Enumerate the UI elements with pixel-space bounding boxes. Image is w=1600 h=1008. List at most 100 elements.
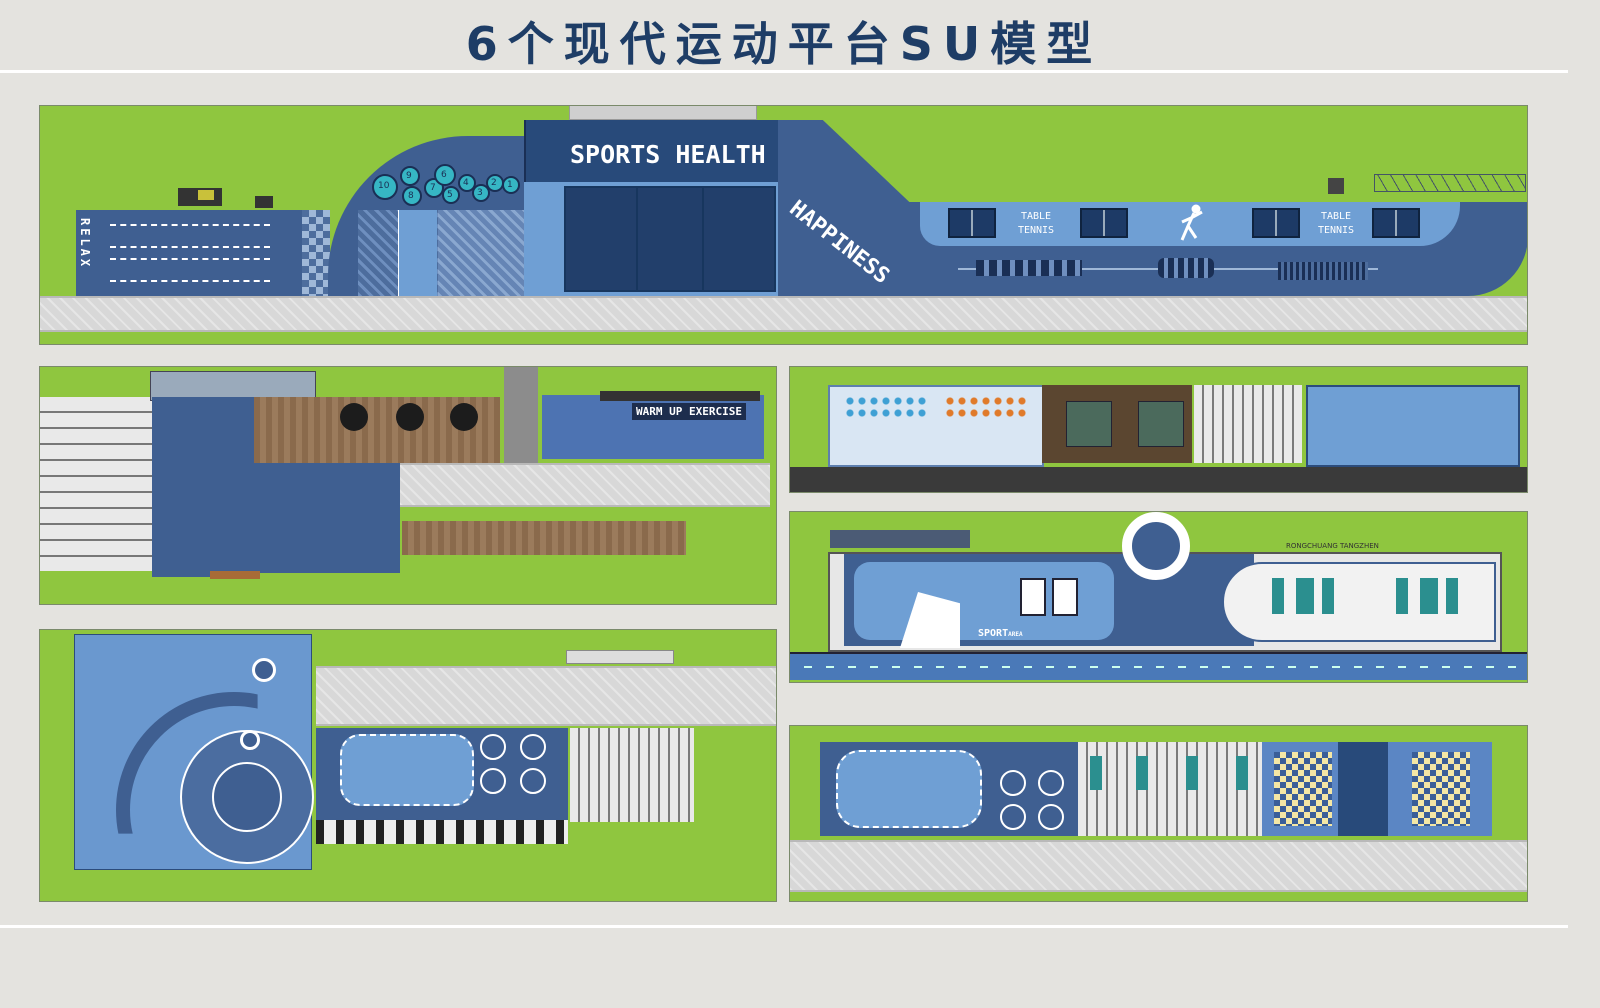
node-circle	[240, 730, 260, 750]
checker-tiles	[302, 210, 330, 296]
warmup-sign: WARM UP EXERCISE	[632, 403, 746, 420]
running-loop	[836, 750, 982, 828]
tile-pattern	[1412, 752, 1470, 826]
road	[400, 463, 770, 507]
fitness-equipment	[976, 260, 1082, 276]
tile-pattern	[1274, 752, 1332, 826]
table-set	[396, 403, 424, 431]
machine	[1322, 578, 1334, 614]
table-tennis-table	[948, 208, 996, 238]
icon-grid	[944, 395, 1028, 421]
exercise-ring	[480, 734, 506, 760]
number-circle: 3	[472, 184, 490, 202]
warmup-bar	[600, 391, 760, 401]
pavilion-roof	[1066, 401, 1112, 447]
number-circle: 9	[400, 166, 420, 186]
road	[316, 666, 776, 726]
striped-paving	[1194, 385, 1302, 463]
table-tennis-label-2: TABLE TENNIS	[1317, 211, 1355, 236]
title-divider	[0, 70, 1568, 73]
ring-structure	[1122, 512, 1190, 580]
plan-panel-5: SPORTAREA RONGCHUANG TANGZHEN	[789, 511, 1528, 683]
table-tennis-label-1: TABLE TENNIS	[1017, 211, 1055, 236]
plan-panel-1: RELAX 10 9 8 7 6 5 4 3 2 1 SPORTS HEALTH…	[39, 105, 1528, 345]
bench-row-1	[110, 224, 270, 248]
relax-area	[76, 210, 302, 296]
kiosk	[1328, 178, 1344, 194]
machine	[1136, 756, 1148, 790]
icon-grid	[844, 395, 928, 421]
number-circle: 5	[442, 186, 460, 204]
bench-row-2	[110, 258, 270, 282]
exercise-ring	[480, 768, 506, 794]
number-circle: 10	[372, 174, 398, 200]
machine	[1396, 578, 1408, 614]
table-set	[340, 403, 368, 431]
center-lane	[1338, 742, 1388, 836]
table-tennis-table	[1080, 208, 1128, 238]
machine	[1236, 756, 1248, 790]
running-loop	[340, 734, 474, 806]
machine	[1420, 578, 1438, 614]
roof-strip	[830, 530, 970, 548]
signpost	[1020, 578, 1046, 616]
plan-panel-2: WARM UP EXERCISE	[39, 366, 777, 605]
player-figure-icon	[1180, 204, 1203, 241]
fitness-equipment	[1278, 262, 1368, 280]
track-lane	[790, 652, 1527, 680]
steps	[40, 397, 154, 571]
signpost	[1052, 578, 1078, 616]
court-zone	[1306, 385, 1520, 467]
machine	[1186, 756, 1198, 790]
bench	[210, 571, 260, 579]
bottom-divider	[0, 925, 1568, 928]
relax-label: RELAX	[78, 218, 92, 270]
exercise-ring	[520, 768, 546, 794]
fitness-equipment	[1158, 258, 1214, 278]
machine	[1272, 578, 1284, 614]
exercise-ring	[1038, 804, 1064, 830]
node-circle	[252, 658, 276, 682]
machine	[1446, 578, 1458, 614]
number-circle: 4	[458, 174, 476, 192]
plan-panel-6	[789, 725, 1528, 902]
number-circle: 1	[502, 176, 520, 194]
site-label: RONGCHUANG TANGZHEN	[1286, 542, 1379, 550]
pavilion-roof	[1138, 401, 1184, 447]
fitness-floor-lower	[152, 463, 400, 573]
sports-health-sign: SPORTS HEALTH	[570, 140, 766, 169]
vehicle-cargo	[198, 190, 214, 200]
asphalt	[790, 467, 1527, 492]
number-circle: 6	[434, 164, 456, 186]
number-circle: 2	[486, 174, 504, 192]
page-title: 6个现代运动平台SU模型	[465, 17, 1103, 71]
road	[40, 296, 1527, 332]
exercise-ring	[520, 734, 546, 760]
number-circle: 8	[402, 186, 422, 206]
wood-strip	[402, 521, 686, 555]
plaza-center	[212, 762, 282, 832]
exercise-ring	[1000, 770, 1026, 796]
sport-area-label: SPORTAREA	[978, 628, 1023, 639]
machine-zone	[1078, 742, 1262, 836]
road	[790, 840, 1527, 892]
roof-element	[569, 106, 757, 120]
canopy	[150, 371, 316, 401]
machine	[1296, 578, 1314, 614]
exercise-ring	[1000, 804, 1026, 830]
machine	[1090, 756, 1102, 790]
plan-panel-4	[39, 629, 777, 902]
vehicle-2	[255, 196, 273, 208]
striped-paving	[570, 728, 694, 822]
basketball-court	[564, 186, 776, 292]
hatched-zone-2	[438, 210, 524, 296]
table-tennis-table	[1252, 208, 1300, 238]
wall	[504, 367, 538, 463]
plan-panel-3	[789, 366, 1528, 493]
kiosk	[566, 650, 674, 664]
locker-column	[398, 210, 437, 296]
exercise-ring	[1038, 770, 1064, 796]
pergola	[1374, 174, 1526, 192]
table-tennis-table	[1372, 208, 1420, 238]
equipment-row	[316, 820, 568, 844]
